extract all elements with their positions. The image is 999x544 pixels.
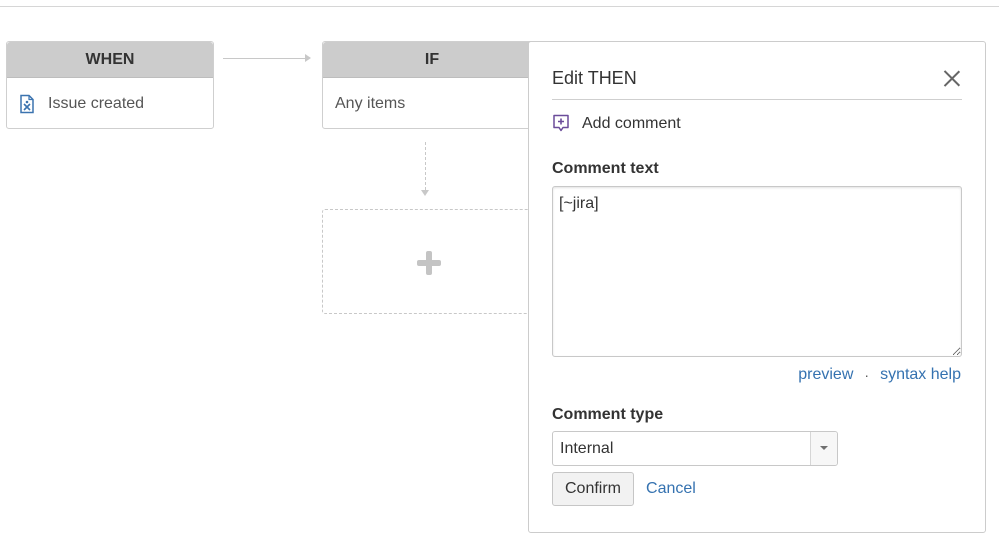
when-node[interactable]: WHEN Issue created (6, 41, 214, 129)
preview-link[interactable]: preview (798, 366, 854, 383)
add-then-button[interactable] (322, 209, 542, 314)
dropdown-button[interactable] (810, 432, 837, 465)
when-if-connector (223, 58, 307, 59)
confirm-button[interactable]: Confirm (552, 472, 635, 506)
if-then-connector (425, 142, 426, 190)
chevron-down-icon (820, 446, 828, 450)
arrow-right-icon (305, 54, 311, 62)
when-node-title: WHEN (7, 42, 213, 78)
textarea-links: preview · syntax help (798, 366, 961, 384)
plus-icon (426, 251, 432, 275)
if-node[interactable]: IF Any items (322, 41, 542, 129)
comment-type-select[interactable]: Internal (552, 431, 838, 466)
form-actions: Confirm Cancel (552, 472, 696, 506)
comment-type-value: Internal (560, 440, 614, 457)
edit-then-panel: Edit THEN Add comment Comment text [~jir… (528, 41, 986, 533)
action-label: Add comment (582, 115, 681, 132)
comment-text-label: Comment text (552, 160, 659, 177)
close-icon[interactable] (941, 68, 963, 90)
top-divider (0, 6, 999, 7)
panel-title: Edit THEN (552, 68, 637, 88)
syntax-help-link[interactable]: syntax help (880, 366, 961, 383)
arrow-down-icon (421, 190, 429, 196)
issue-icon (20, 94, 34, 113)
action-type: Add comment (552, 114, 681, 134)
cancel-link[interactable]: Cancel (646, 480, 696, 497)
comment-add-icon (553, 114, 569, 132)
link-separator: · (864, 367, 870, 383)
panel-divider (552, 99, 962, 100)
if-condition-label: Any items (335, 94, 406, 112)
comment-text-input[interactable]: [~jira] (552, 186, 962, 357)
if-node-title: IF (323, 42, 541, 78)
comment-type-label: Comment type (552, 406, 664, 423)
when-trigger-label: Issue created (48, 94, 145, 112)
